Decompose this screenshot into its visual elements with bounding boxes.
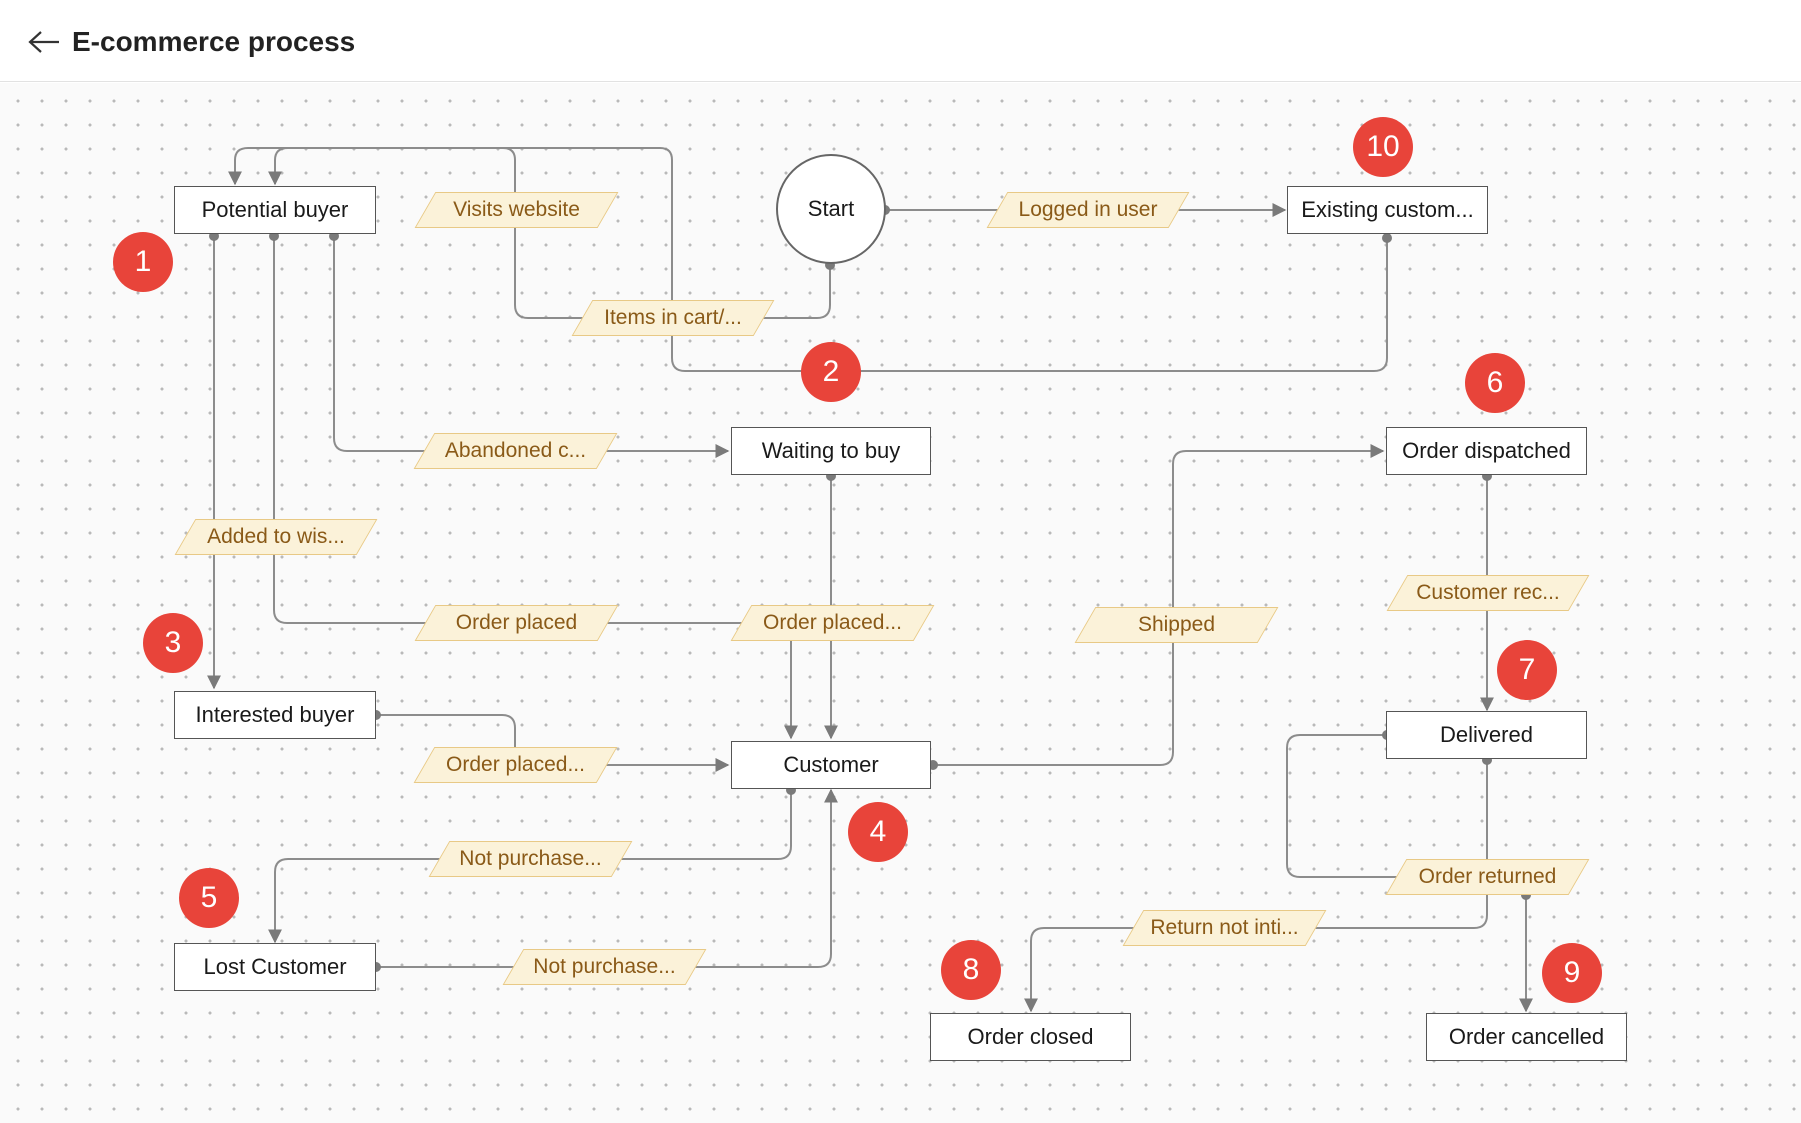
transition-label: Not purchase...: [459, 847, 602, 870]
step-badge: 2: [801, 342, 861, 402]
transition-added-to-wishlist[interactable]: Added to wis...: [185, 519, 367, 555]
transition-label: Not purchase...: [533, 955, 676, 978]
transition-label: Items in cart/...: [604, 306, 742, 329]
step-badge: 3: [143, 613, 203, 673]
state-label: Start: [807, 196, 855, 221]
step-badge: 9: [1542, 943, 1602, 1003]
state-label: Existing custom...: [1301, 197, 1474, 222]
step-badge: 1: [113, 232, 173, 292]
state-label: Delivered: [1440, 722, 1533, 747]
step-badge: 7: [1497, 640, 1557, 700]
page-title: E-commerce process: [72, 26, 356, 57]
state-interested-buyer[interactable]: Interested buyer: [174, 691, 376, 739]
transition-label: Return not inti...: [1150, 916, 1299, 939]
transition-label: Order placed...: [446, 753, 585, 776]
state-label: Potential buyer: [201, 197, 349, 222]
state-order-closed[interactable]: Order closed: [930, 1013, 1131, 1061]
state-waiting-to-buy[interactable]: Waiting to buy: [731, 427, 931, 475]
transition-order-placed-interested[interactable]: Order placed...: [424, 747, 607, 783]
transition-abandoned-cart[interactable]: Abandoned c...: [424, 433, 607, 469]
step-badge: 5: [179, 868, 239, 928]
transition-label: Abandoned c...: [444, 439, 587, 462]
connector-abandoned: [333, 236, 730, 458]
state-label: Customer: [783, 752, 879, 777]
connector-items-in-cart: [228, 147, 831, 319]
state-label: Order closed: [967, 1024, 1094, 1049]
transition-customer-received[interactable]: Customer rec...: [1397, 575, 1579, 611]
state-lost-customer[interactable]: Lost Customer: [174, 943, 376, 991]
arrow-left-icon: [28, 31, 59, 53]
transition-not-purchased-2[interactable]: Not purchase...: [513, 949, 696, 985]
transition-return-not-initiated[interactable]: Return not inti...: [1133, 910, 1316, 946]
state-delivered[interactable]: Delivered: [1386, 711, 1587, 759]
transition-label: Customer rec...: [1416, 581, 1560, 604]
state-start[interactable]: Start: [776, 154, 886, 264]
transition-label: Logged in user: [1018, 198, 1158, 221]
step-badge: 6: [1465, 353, 1525, 413]
step-badge: 4: [848, 802, 908, 862]
state-label: Order cancelled: [1448, 1024, 1605, 1049]
transition-label: Order placed: [455, 611, 578, 634]
transition-visits-website[interactable]: Visits website: [425, 192, 608, 228]
transition-items-in-cart[interactable]: Items in cart/...: [582, 300, 764, 336]
state-potential-buyer[interactable]: Potential buyer: [174, 186, 376, 234]
transition-logged-in-user[interactable]: Logged in user: [997, 192, 1179, 228]
state-customer[interactable]: Customer: [731, 741, 931, 789]
transition-order-placed[interactable]: Order placed: [425, 605, 608, 641]
transition-label: Added to wis...: [207, 525, 345, 548]
state-label: Order dispatched: [1402, 438, 1571, 463]
transition-order-placed-waiting[interactable]: Order placed...: [741, 605, 924, 641]
step-badge: 8: [941, 940, 1001, 1000]
connector-delivered-returned: [1286, 734, 1422, 878]
transition-label: Order placed...: [763, 611, 902, 634]
transition-label: Order returned: [1418, 865, 1557, 888]
state-order-dispatched[interactable]: Order dispatched: [1386, 427, 1587, 475]
connector-interested-customer: [376, 714, 730, 772]
state-order-cancelled[interactable]: Order cancelled: [1426, 1013, 1627, 1061]
connector-not-purchased-2: [376, 788, 838, 968]
state-existing-customer[interactable]: Existing custom...: [1287, 186, 1488, 234]
transition-order-returned[interactable]: Order returned: [1396, 859, 1579, 895]
step-badge: 10: [1353, 117, 1413, 177]
transition-label: Shipped: [1137, 613, 1216, 636]
transition-not-purchased-1[interactable]: Not purchase...: [439, 841, 622, 877]
state-label: Lost Customer: [203, 954, 347, 979]
connector-existing-return: [268, 147, 1388, 372]
transition-label: Visits website: [453, 198, 580, 221]
back-button[interactable]: [24, 22, 64, 62]
state-label: Waiting to buy: [761, 438, 901, 463]
transition-shipped[interactable]: Shipped: [1085, 607, 1268, 643]
state-label: Interested buyer: [195, 702, 355, 727]
page-header: E-commerce process: [0, 0, 1801, 82]
